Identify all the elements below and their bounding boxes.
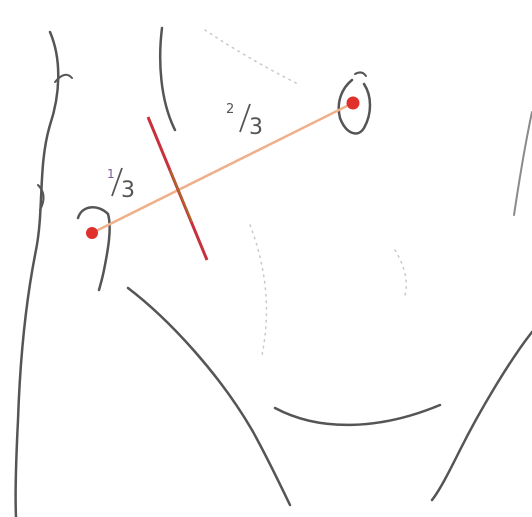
dotted-contour-right — [394, 249, 407, 296]
two-thirds-slash — [239, 103, 251, 133]
left-flank-notch — [54, 73, 73, 83]
one-third-denominator: 3 — [121, 178, 135, 203]
incision-overlay-segment — [169, 169, 193, 223]
costal-margin-curve — [158, 26, 177, 132]
two-thirds-denominator: 3 — [249, 115, 263, 140]
umbilicus-outline — [337, 78, 372, 135]
right-leg-line — [430, 330, 532, 502]
right-flank-line — [513, 111, 532, 216]
dotted-contour-upper — [204, 29, 301, 86]
two-thirds-numerator: 2 — [226, 102, 234, 117]
anterior-superior-iliac-spine-outline — [76, 206, 111, 292]
umbilicus-top-mark — [354, 71, 367, 77]
inguinal-line — [126, 286, 292, 507]
one-third-slash — [111, 167, 123, 197]
one-third-label: 1 3 — [107, 167, 135, 203]
right-landmark-point — [346, 96, 360, 110]
dotted-contour-middle — [249, 224, 268, 356]
left-flank-fold — [37, 184, 45, 211]
left-landmark-point — [86, 227, 98, 239]
pubic-curve — [273, 403, 442, 427]
measurement-line — [91, 101, 354, 235]
left-flank-outline — [14, 30, 60, 517]
dotted-contours — [204, 29, 407, 356]
one-third-numerator: 1 — [107, 167, 115, 181]
two-thirds-label: 2 3 — [226, 102, 263, 140]
